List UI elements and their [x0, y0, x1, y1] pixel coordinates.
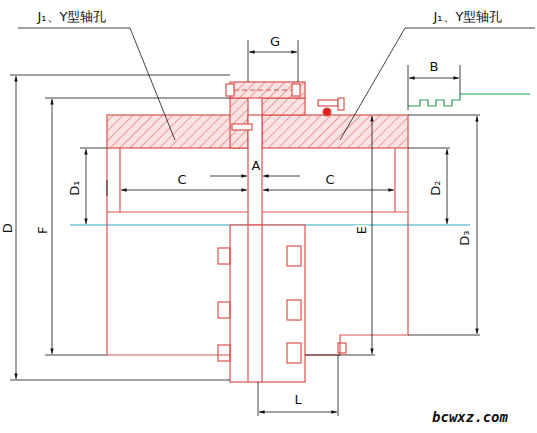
lower-view — [107, 225, 408, 382]
dimension-lines — [16, 52, 477, 412]
tooth-profile — [408, 94, 530, 106]
dimension-label: C — [176, 173, 187, 187]
dimension-label: C — [324, 173, 335, 187]
dimension-label: L — [293, 393, 302, 407]
dimension-label: B — [429, 60, 440, 74]
watermark: bcwxz.com — [431, 410, 509, 425]
dimension-label: F — [36, 225, 50, 234]
upper-section — [107, 82, 408, 225]
dimension-label: A — [251, 159, 262, 173]
dimension-label: E — [355, 225, 369, 235]
dimension-label: D₁ — [69, 179, 83, 196]
dimension-label: D₂ — [430, 179, 444, 196]
leader-lines — [18, 28, 535, 140]
dimension-label: G — [269, 35, 281, 49]
part-label: J₁、Y型轴孔 — [37, 10, 108, 24]
dimension-label: D₃ — [459, 229, 473, 246]
dimension-label: D — [1, 222, 15, 234]
part-label: J₁、Y型轴孔 — [433, 10, 504, 24]
extension-lines — [10, 40, 480, 416]
